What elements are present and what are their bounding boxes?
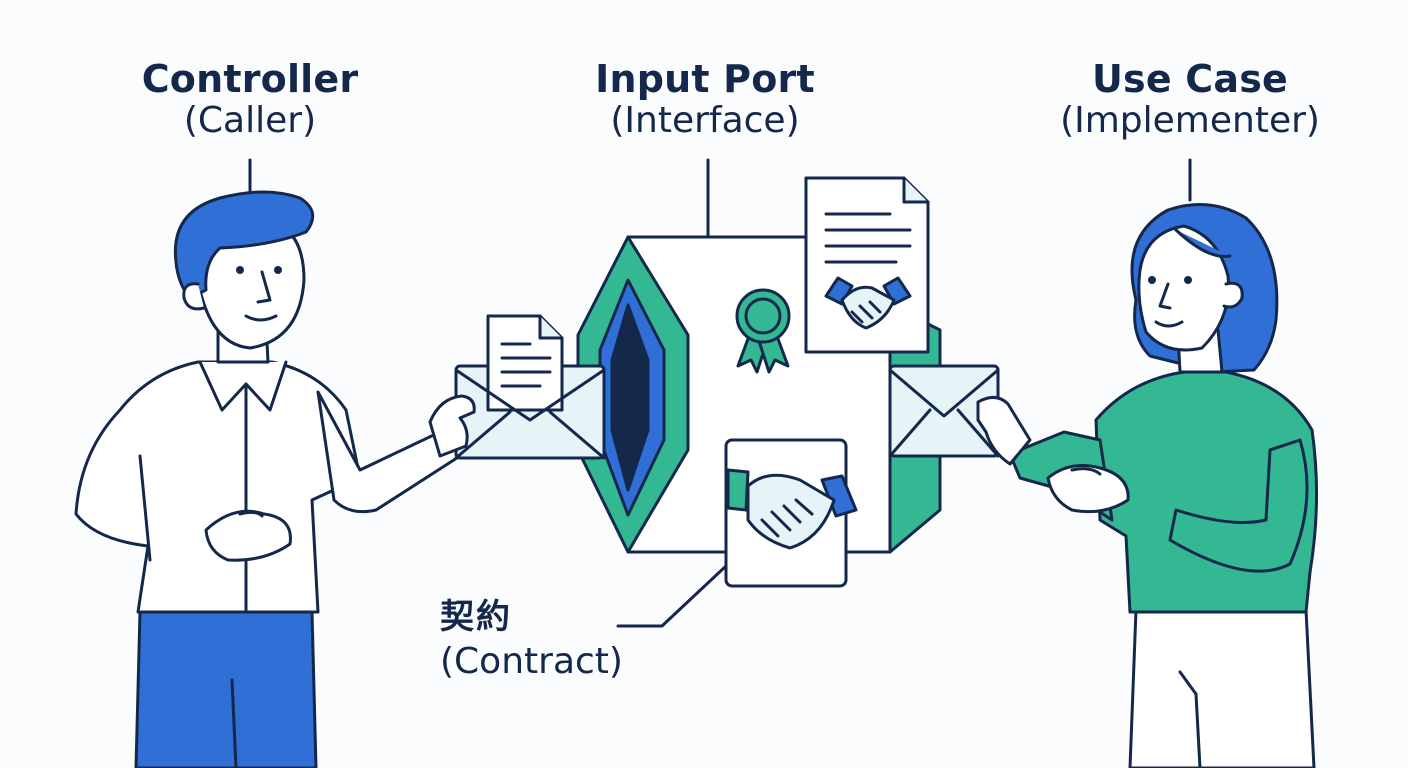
input-port-title: Input Port [595, 57, 815, 101]
usecase-person [1008, 203, 1319, 768]
document-icon [804, 176, 930, 354]
handshake-icon [824, 276, 912, 330]
award-ribbon-icon [735, 288, 791, 374]
controller-label: Controller (Caller) [90, 58, 410, 141]
contract-subtitle: (Contract) [440, 641, 623, 683]
usecase-hand [976, 396, 1032, 466]
envelope-icon [454, 314, 606, 460]
controller-hand [428, 394, 476, 458]
label-connectors [248, 158, 1192, 628]
use-case-title: Use Case [1092, 57, 1288, 101]
use-case-label: Use Case (Implementer) [1020, 58, 1360, 141]
controller-subtitle: (Caller) [183, 99, 317, 141]
use-case-subtitle: (Implementer) [1060, 99, 1320, 141]
contract-card [724, 438, 858, 588]
controller-person [74, 190, 462, 768]
input-port-subtitle: (Interface) [610, 99, 800, 141]
contract-label: 契約 (Contract) [440, 598, 680, 682]
controller-title: Controller [141, 57, 359, 101]
input-port-label: Input Port (Interface) [545, 58, 865, 141]
contract-title: 契約 [440, 597, 512, 637]
